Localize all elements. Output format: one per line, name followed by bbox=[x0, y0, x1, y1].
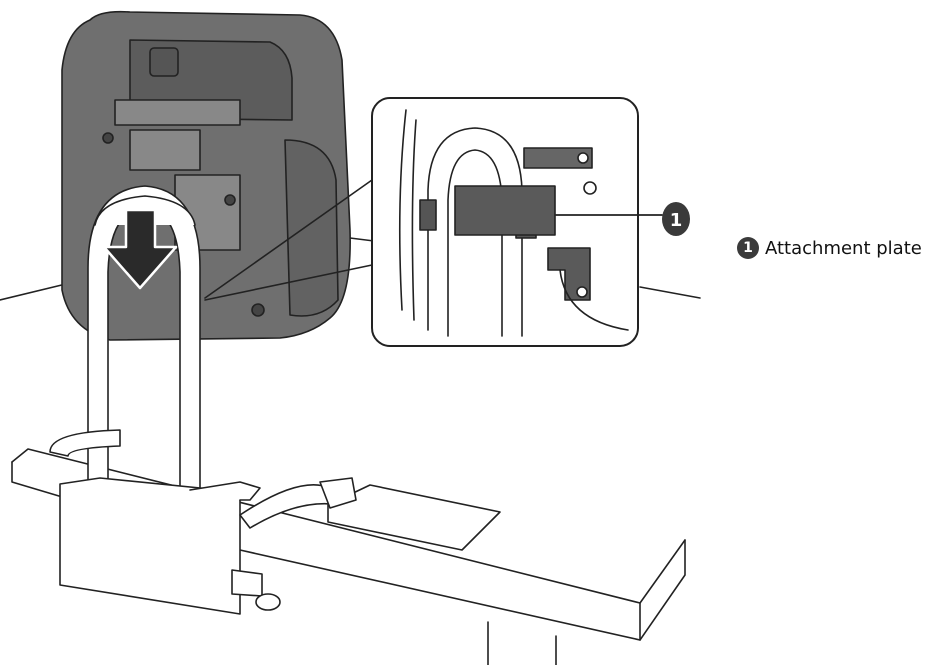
callout-marker: 1 bbox=[662, 202, 690, 236]
legend-number-icon: 1 bbox=[737, 237, 759, 259]
callout-number: 1 bbox=[670, 210, 683, 231]
detail-inset bbox=[371, 97, 663, 347]
stand-frame bbox=[49, 185, 501, 615]
legend-label: Attachment plate bbox=[765, 237, 922, 259]
legend: 1 Attachment plate bbox=[737, 237, 922, 259]
down-arrow-icon bbox=[102, 208, 178, 290]
zoom-callout-wedge bbox=[204, 179, 373, 301]
